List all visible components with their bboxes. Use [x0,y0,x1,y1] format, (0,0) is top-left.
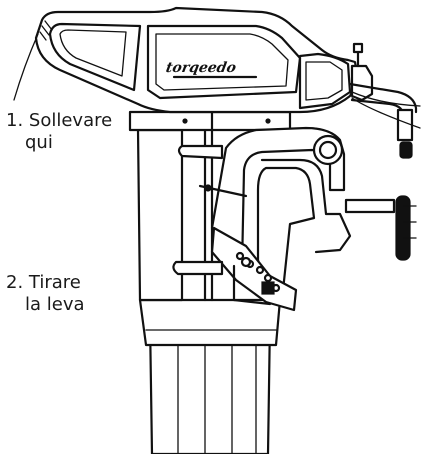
callout-pull-lever: 2. Tirare la leva [6,272,85,316]
callout-1-line2: qui [25,132,53,153]
callout-2-line2: la leva [25,294,85,315]
callout-lift-here: 1. Sollevare qui [6,110,112,154]
tiller-cable-assembly [348,42,421,159]
callout-1-number: 1. [6,110,24,131]
leader-lines [13,33,39,101]
callout-2-number: 2. [6,272,24,293]
callout-1-line1: Sollevare [28,110,113,131]
release-lever [172,144,252,276]
motor-hood [34,6,360,114]
transom-bracket [210,126,417,312]
logo-text: torqeedo [165,60,238,76]
callout-2-line1: Tirare [28,272,81,293]
torqeedo-logo: torqeedo [165,60,258,79]
